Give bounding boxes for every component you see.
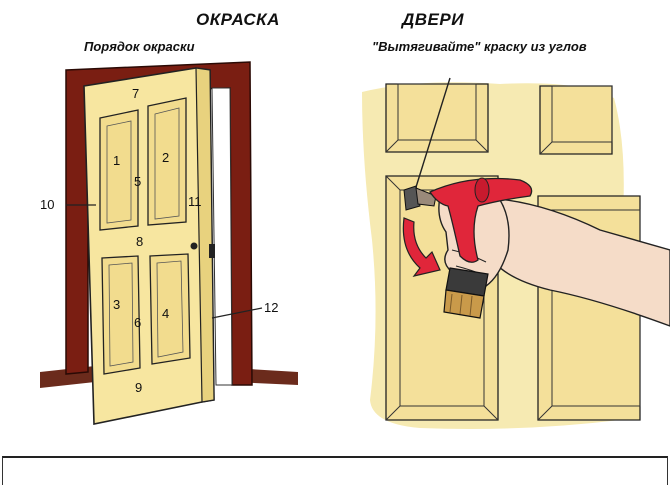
- brush-handle: [429, 177, 533, 263]
- zone-label-3: 3: [113, 297, 120, 312]
- zone-label-9: 9: [135, 380, 142, 395]
- right-caption: "Вытягивайте" краску из углов: [372, 39, 587, 54]
- title-left: ОКРАСКА: [196, 10, 280, 29]
- zone-label-8: 8: [136, 234, 143, 249]
- door-latch: [209, 244, 215, 258]
- title-right: ДВЕРИ: [402, 10, 464, 29]
- door-order-illustration: 7 1 2 5 10 11 8 3 4 6 12 9: [40, 61, 298, 425]
- motion-arrow: [402, 217, 441, 277]
- door-knob: [190, 242, 198, 250]
- panel-upper-right: [147, 97, 187, 226]
- panel-lower-right: [149, 253, 191, 365]
- zone-label-4: 4: [162, 306, 169, 321]
- arm: [469, 197, 670, 327]
- zone-label-5: 5: [134, 174, 141, 189]
- brush-bristles: [443, 289, 485, 319]
- zone-label-2: 2: [162, 150, 169, 165]
- zone-label-1: 1: [113, 153, 120, 168]
- zone-label-12: 12: [264, 300, 278, 315]
- bottom-strip: [2, 456, 668, 485]
- zone-label-11: 11: [188, 194, 202, 209]
- zone-label-10: 10: [40, 197, 54, 212]
- panel-lower-left: [101, 255, 141, 375]
- door-edge: [195, 67, 215, 403]
- door-jamb: [211, 87, 233, 386]
- panel-upper-left: [99, 109, 139, 231]
- zone-label-7: 7: [132, 86, 139, 101]
- brush-technique-illustration: [362, 77, 670, 429]
- zone-label-6: 6: [134, 315, 141, 330]
- left-caption: Порядок окраски: [84, 39, 195, 54]
